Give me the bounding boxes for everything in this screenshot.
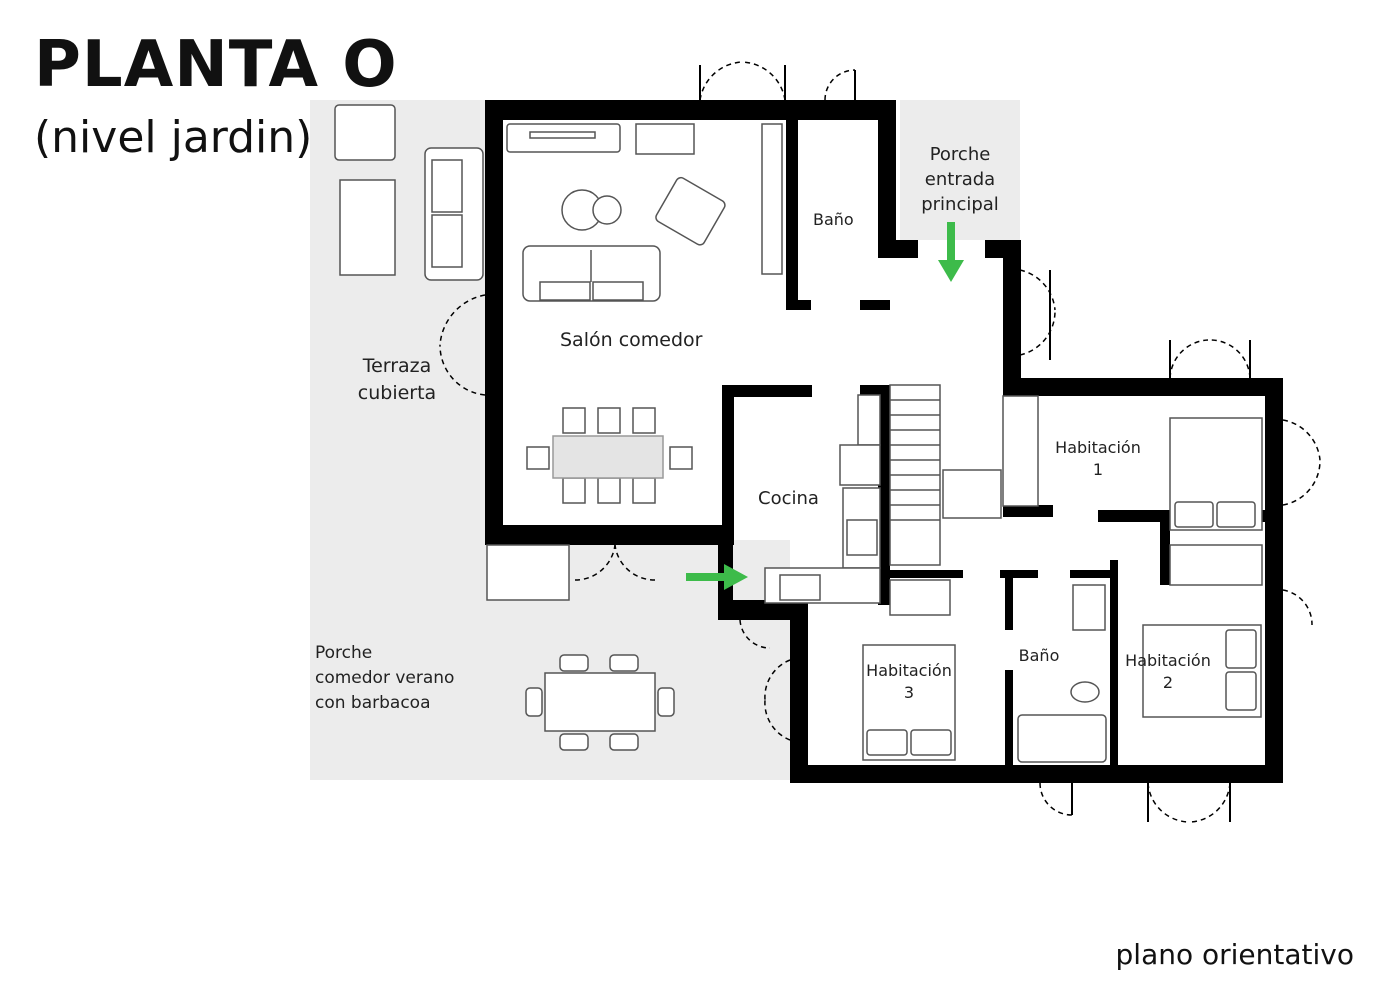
fireplace-icon xyxy=(635,123,695,155)
label-habitacion1-1: Habitación xyxy=(1055,438,1141,457)
walls xyxy=(485,100,1283,783)
barbecue-icon xyxy=(486,544,570,601)
label-porche-comedor-1: Porche xyxy=(315,643,372,663)
sink-icon xyxy=(779,574,821,601)
window-frames xyxy=(699,65,1251,822)
label-terraza-1: Terraza xyxy=(362,355,432,377)
label-porche-comedor-3: con barbacoa xyxy=(315,693,431,713)
plan-subtitle: (nivel jardin) xyxy=(34,112,313,163)
bathtub-icon xyxy=(1017,714,1107,763)
bed-icon xyxy=(1169,417,1263,531)
label-porche-entrada-1: Porche xyxy=(930,144,991,165)
label-porche-entrada-3: principal xyxy=(921,194,999,215)
label-habitacion3-2: 3 xyxy=(904,683,914,702)
label-bano-top: Baño xyxy=(813,210,854,229)
label-habitacion1-2: 1 xyxy=(1093,460,1103,479)
door-icon xyxy=(439,61,1321,823)
armchair-icon xyxy=(655,176,726,246)
label-habitacion3-1: Habitación xyxy=(866,661,952,680)
label-habitacion2-1: Habitación xyxy=(1125,651,1211,670)
label-salon: Salón comedor xyxy=(560,329,703,351)
toilet-icon xyxy=(1070,681,1100,703)
armchair-icon xyxy=(334,104,396,161)
sofa-icon xyxy=(424,147,484,281)
plan-footer-note: plano orientativo xyxy=(1115,938,1354,971)
stairs-icon xyxy=(889,384,1002,616)
plan-title: PLANTA O xyxy=(34,28,398,102)
label-cocina: Cocina xyxy=(758,488,819,509)
label-terraza-2: cubierta xyxy=(358,382,436,404)
bed-icon xyxy=(1142,624,1262,718)
stove-icon xyxy=(846,519,878,556)
entrance-arrow-icon xyxy=(686,222,964,590)
dining-table-icon xyxy=(526,407,693,504)
label-bano-bottom: Baño xyxy=(1019,646,1060,665)
label-porche-comedor-2: comedor verano xyxy=(315,668,454,688)
dining-table-icon xyxy=(525,654,675,751)
sofa-icon xyxy=(522,245,661,302)
label-porche-entrada-2: entrada xyxy=(925,169,995,190)
sink-icon xyxy=(1072,584,1106,631)
label-habitacion2-2: 2 xyxy=(1163,673,1173,692)
bed-icon xyxy=(862,644,956,761)
furniture xyxy=(334,104,1263,763)
